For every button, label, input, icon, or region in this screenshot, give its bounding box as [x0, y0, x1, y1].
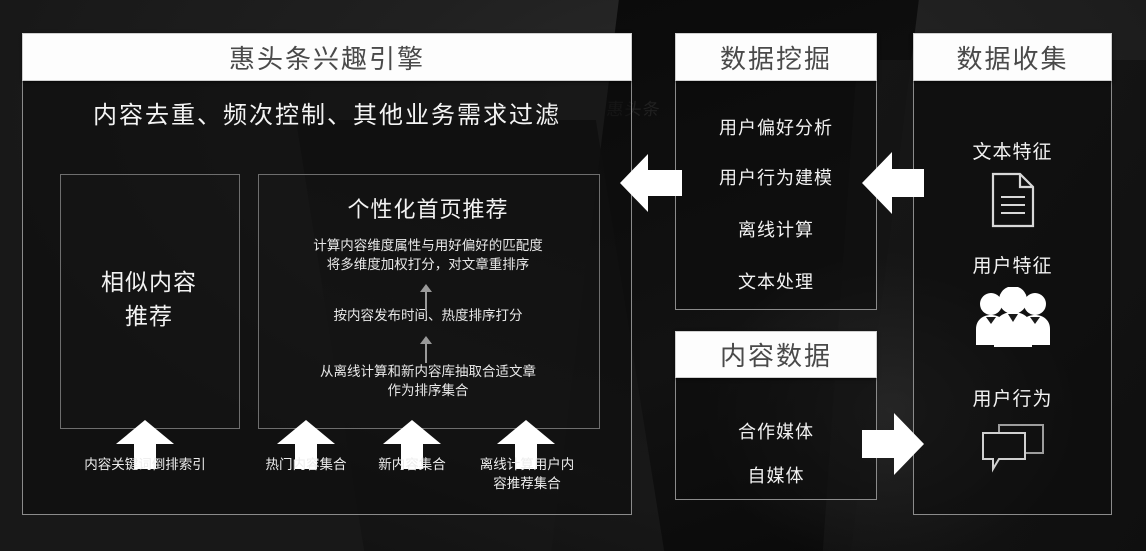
feature-label-text: 文本特征 — [972, 142, 1053, 163]
arrow-up-icon — [497, 420, 555, 469]
personalized-recommend-title: 个性化首页推荐 — [347, 197, 509, 222]
personalized-step-bottom: 从离线计算和新内容库抽取合适文章 作为排序集合 — [258, 362, 598, 400]
personalized-step-top-line1: 计算内容维度属性与用好偏好的匹配度 — [313, 238, 543, 253]
document-icon — [914, 171, 1111, 229]
arrow-up-icon — [418, 284, 434, 311]
arrow-up-shaft — [425, 341, 427, 363]
mining-item-0: 用户偏好分析 — [719, 118, 833, 138]
arrow-up-shaft — [515, 443, 537, 469]
arrow-left-icon — [620, 150, 682, 216]
personalized-step-top: 计算内容维度属性与用好偏好的匹配度 将多维度加权打分，对文章重排序 — [258, 236, 598, 274]
personalized-step-bottom-line1: 从离线计算和新内容库抽取合适文章 — [320, 364, 536, 379]
mining-item-1: 用户行为建模 — [719, 168, 833, 188]
similar-content-label: 相似内容 推荐 — [60, 265, 238, 333]
content-data-title: 内容数据 — [719, 341, 832, 371]
data-mining-panel: 用户偏好分析 用户行为建模 离线计算 文本处理 — [675, 58, 877, 310]
similar-content-label-line1: 相似内容 — [101, 269, 197, 295]
arrow-up-shaft — [401, 443, 423, 469]
engine-filter-line: 内容去重、频次控制、其他业务需求过滤 — [93, 102, 561, 129]
data-collection-title-bar: 数据收集 — [913, 33, 1112, 81]
engine-title: 惠头条兴趣引擎 — [228, 43, 425, 74]
arrow-left-icon — [862, 148, 924, 218]
mining-item-3: 文本处理 — [738, 272, 814, 292]
source-label-new-content: 新内容集合 — [378, 457, 446, 472]
arrow-up-shaft — [295, 443, 317, 469]
content-data-panel: 合作媒体 自媒体 — [675, 355, 877, 500]
content-data-item-0: 合作媒体 — [738, 422, 814, 442]
feature-label-text: 用户特征 — [972, 256, 1053, 277]
arrow-up-head — [420, 336, 432, 344]
feature-label-text: 用户行为 — [972, 389, 1053, 410]
arrow-up-head — [116, 420, 174, 444]
source-label-inverted-index: 内容关键词倒排索引 — [84, 457, 206, 472]
content-data-item-1: 自媒体 — [747, 466, 805, 486]
arrow-up-icon — [383, 420, 441, 469]
arrow-up-head — [277, 420, 335, 444]
engine-title-bar: 惠头条兴趣引擎 — [22, 33, 632, 81]
chat-bubbles-icon — [914, 421, 1111, 473]
arrow-up-head — [383, 420, 441, 444]
arrow-up-icon — [418, 336, 434, 363]
source-label-offline-user-content: 离线计算用户内 容推荐集合 — [479, 457, 575, 491]
data-collection-panel: 文本特征 用户特征 用户行为 — [913, 58, 1112, 515]
data-mining-title-bar: 数据挖掘 — [675, 33, 877, 81]
personalized-step-mid: 按内容发布时间、热度排序打分 — [333, 308, 523, 323]
mining-item-2: 离线计算 — [738, 220, 814, 240]
arrow-up-icon — [116, 420, 174, 469]
users-group-icon — [914, 287, 1111, 347]
arrow-up-head — [420, 284, 432, 292]
content-data-title-bar: 内容数据 — [675, 331, 877, 378]
arrow-right-icon — [862, 410, 924, 478]
arrow-up-head — [497, 420, 555, 444]
data-collection-title: 数据收集 — [956, 43, 1069, 74]
arrow-up-shaft — [134, 443, 156, 469]
arrow-up-icon — [277, 420, 335, 469]
data-mining-title: 数据挖掘 — [719, 43, 832, 74]
source-label-hot-content: 热门内容集合 — [265, 457, 347, 472]
arrow-up-shaft — [425, 289, 427, 311]
personalized-step-top-line2: 将多维度加权打分，对文章重排序 — [326, 257, 530, 272]
personalized-step-bottom-line2: 作为排序集合 — [387, 383, 469, 398]
similar-content-label-line2: 推荐 — [125, 303, 173, 329]
